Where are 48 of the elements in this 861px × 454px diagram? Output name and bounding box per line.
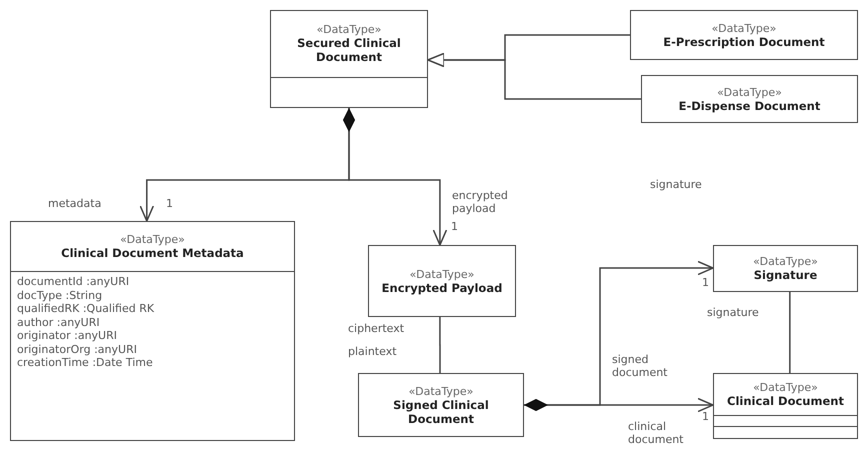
attribute-text: creationTime :Date Time [17,356,153,370]
class-name: Clinical Document Metadata [61,246,244,260]
attribute-text: qualifiedRK :Qualified RK [17,302,154,316]
attribute-text: originator :anyURI [17,329,117,342]
stereotype-text: «DataType» [753,255,818,268]
stereotype-text: «DataType» [410,268,474,280]
attribute-text: documentId :anyURI [17,275,130,288]
composition-arrow [524,398,714,412]
attribute-text: originatorOrg :anyURI [17,342,137,356]
role-label: 1 [702,410,709,423]
role-label: clinical document [628,420,684,446]
class-name: Clinical Document [727,394,844,408]
role-label: metadata [48,197,102,210]
class-name: Encrypted Payload [382,280,502,294]
association-line [789,292,791,373]
class-name: E-Dispense Document [678,98,820,112]
class-box [630,10,858,60]
class-box-with-attributes [10,221,295,441]
role-label: 1 [451,220,458,233]
stereotype-text: «DataType» [316,23,382,36]
role-label: ciphertext [348,322,404,335]
attribute-text: author :anyURI [17,316,100,329]
class-name: E-Prescription Document [663,34,825,48]
attribute-text: docType :String [17,288,102,302]
role-label: 1 [702,276,709,289]
class-box [641,75,858,123]
composition-arrow [343,108,448,246]
stereotype-text: «DataType» [712,22,776,34]
class-box [713,245,858,292]
stereotype-text: «DataType» [408,384,474,398]
stereotype-text: «DataType» [753,380,818,394]
association-line [439,317,441,373]
class-name: Secured Clinical Document [296,36,402,64]
role-label: signed document [612,353,668,379]
role-label: 1 [166,197,173,210]
role-label: plaintext [348,345,397,358]
class-box [713,373,858,439]
role-label: signature [650,178,702,191]
class-box [368,245,516,317]
stereotype-text: «DataType» [120,232,185,246]
class-box [270,10,428,108]
stereotype-text: «DataType» [717,86,782,98]
class-name: Signature [754,268,818,282]
class-name: Signed Clinical Document [392,398,490,426]
role-label: encrypted payload [452,189,509,215]
generalization-arrow [427,52,641,100]
role-label: signature [707,306,759,319]
class-box [358,373,524,437]
